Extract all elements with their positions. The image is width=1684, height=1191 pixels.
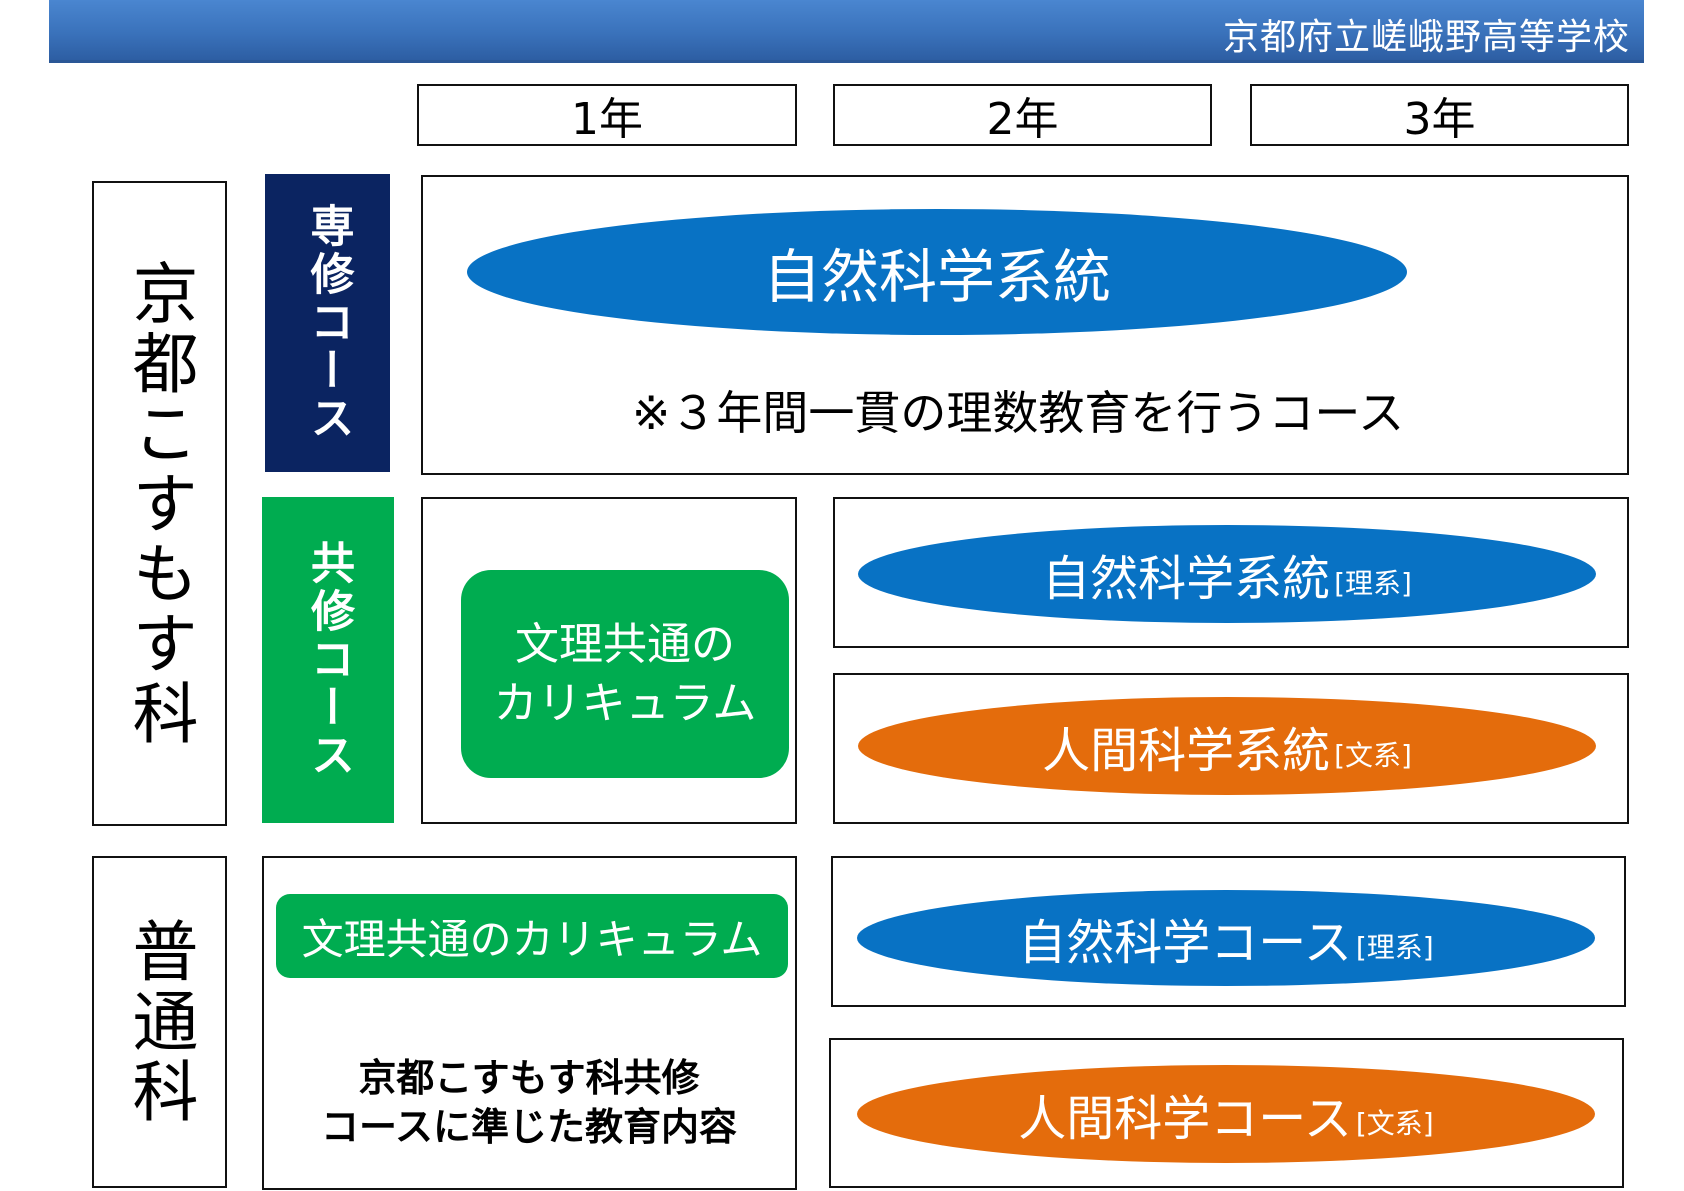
course-senshu: 専修コース xyxy=(265,174,390,472)
general-curriculum-label: 文理共通のカリキュラム xyxy=(301,914,763,964)
general-note: 京都こすもす科共修 コースに準じた教育内容 xyxy=(264,1054,794,1153)
header-bar: 京都府立嵯峨野高等学校 xyxy=(49,0,1644,63)
track-senshu-natural-science: 自然科学系統 xyxy=(467,209,1407,335)
dept-kyoto-cosmos-label: 京都こすもす科 xyxy=(121,258,199,749)
year-3-header: 3年 xyxy=(1250,84,1629,146)
dept-general: 普通科 xyxy=(92,856,227,1188)
curriculum-line2: カリキュラム xyxy=(493,678,757,729)
course-kyoshu-label: 共修コース xyxy=(303,540,354,780)
general-science-box: 自然科学コース [理系] xyxy=(831,856,1626,1007)
dept-kyoto-cosmos: 京都こすもす科 xyxy=(92,181,227,826)
school-name: 京都府立嵯峨野高等学校 xyxy=(1222,17,1630,58)
senshu-note-text: ※３年間一貫の理数教育を行うコース xyxy=(631,386,1405,440)
track-kyoshu-human-science: 人間科学系統 [文系] xyxy=(858,697,1596,795)
track-tag: [理系] xyxy=(1355,931,1434,964)
course-senshu-label: 専修コース xyxy=(302,203,354,443)
track-tag: [文系] xyxy=(1355,1107,1434,1140)
track-tag: [理系] xyxy=(1334,567,1412,600)
general-note-line1: 京都こすもす科共修 xyxy=(358,1056,700,1100)
course-kyoshu: 共修コース xyxy=(262,497,394,823)
year-1-header: 1年 xyxy=(417,84,797,146)
track-tag: [文系] xyxy=(1334,739,1412,772)
senshu-content-box: 自然科学系統 ※３年間一貫の理数教育を行うコース xyxy=(421,175,1629,475)
track-general-human-science: 人間科学コース [文系] xyxy=(857,1065,1595,1163)
track-kyoshu-natural-science: 自然科学系統 [理系] xyxy=(858,525,1596,623)
general-year1-box: 文理共通のカリキュラム 京都こすもす科共修 コースに準じた教育内容 xyxy=(262,856,797,1190)
kyoshu-year1-box: 文理共通の カリキュラム xyxy=(421,497,797,824)
track-label: 自然科学系統 xyxy=(1042,551,1331,607)
kyoshu-science-box: 自然科学系統 [理系] xyxy=(833,497,1629,648)
track-label: 自然科学系統 xyxy=(762,243,1111,311)
year-2-header: 2年 xyxy=(833,84,1212,146)
kyoshu-common-curriculum: 文理共通の カリキュラム xyxy=(461,570,789,778)
general-note-line2: コースに準じた教育内容 xyxy=(320,1105,738,1150)
track-label: 自然科学コース xyxy=(1018,915,1352,971)
general-common-curriculum: 文理共通のカリキュラム xyxy=(276,894,788,978)
track-general-natural-science: 自然科学コース [理系] xyxy=(857,890,1595,986)
track-label: 人間科学系統 xyxy=(1042,723,1331,779)
curriculum-line1: 文理共通の xyxy=(515,618,735,670)
general-humanities-box: 人間科学コース [文系] xyxy=(829,1038,1624,1188)
kyoshu-humanities-box: 人間科学系統 [文系] xyxy=(833,673,1629,824)
senshu-note: ※３年間一貫の理数教育を行うコース xyxy=(423,377,1623,443)
track-label: 人間科学コース xyxy=(1018,1091,1352,1147)
dept-general-label: 普通科 xyxy=(121,917,199,1127)
